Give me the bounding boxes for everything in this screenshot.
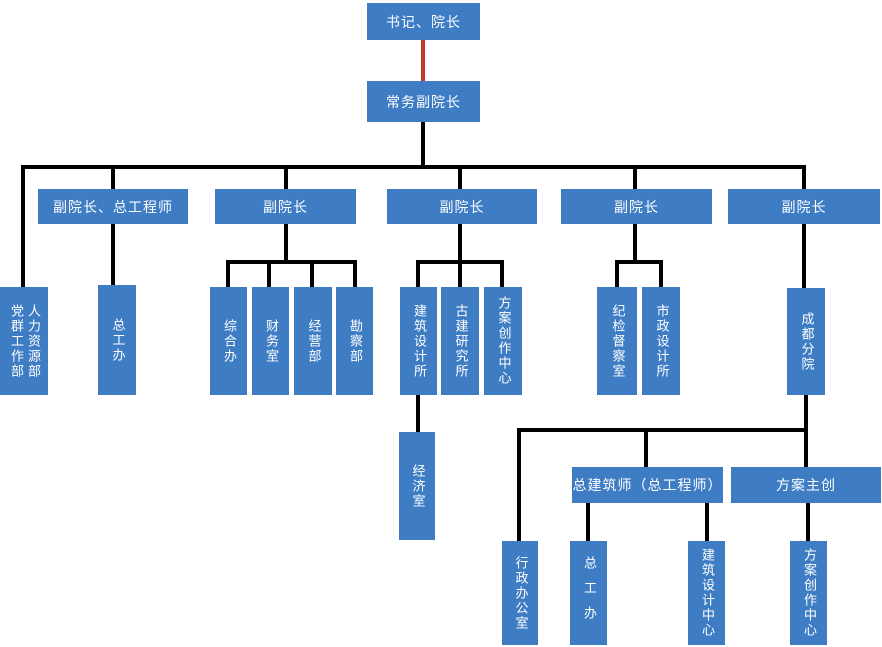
org-node-admin-office[interactable]: 行政办公室	[502, 541, 538, 645]
node-label: 方案创作中心	[801, 548, 817, 638]
connector	[615, 260, 619, 287]
org-node-general-office[interactable]: 综合办	[210, 287, 247, 395]
connector	[804, 428, 808, 467]
org-node-chief-architect[interactable]: 总建筑师（总工程师）	[572, 467, 723, 503]
org-node-chief-engineer-office-branch[interactable]: 总工办	[570, 541, 607, 645]
node-label: 党群工作部	[9, 303, 24, 379]
node-label: 勘察部	[347, 318, 363, 364]
org-node-scheme-creation-center-branch[interactable]: 方案创作中心	[790, 541, 827, 645]
org-node-scheme-creation-center[interactable]: 方案创作中心	[484, 287, 522, 395]
node-label: 总工办	[110, 317, 126, 363]
node-label: 副院长	[439, 198, 485, 215]
org-node-finance-office[interactable]: 财务室	[252, 287, 289, 395]
node-label: 建筑设计中心	[699, 548, 715, 638]
org-node-vp-2[interactable]: 副院长	[215, 189, 356, 224]
org-node-survey-dept[interactable]: 勘察部	[336, 287, 373, 395]
connector-main-horizontal	[21, 165, 806, 169]
org-node-ancient-architecture-institute[interactable]: 古建研究所	[441, 287, 479, 395]
node-label: 建筑设计所	[411, 303, 427, 379]
connector	[802, 224, 806, 288]
node-label: 纪检督察室	[610, 303, 626, 379]
connector	[517, 428, 521, 541]
node-label: 经济室	[410, 463, 426, 509]
connector	[802, 165, 806, 189]
connector	[21, 165, 25, 287]
connector	[633, 165, 637, 189]
org-node-chengdu-branch[interactable]: 成都分院	[787, 288, 825, 395]
node-label: 副院长	[781, 198, 827, 215]
connector	[284, 165, 288, 189]
connector	[633, 224, 637, 262]
node-label: 市政设计所	[654, 303, 670, 379]
connector	[458, 224, 462, 262]
org-node-municipal-design-institute[interactable]: 市政设计所	[642, 287, 680, 395]
org-node-business-dept[interactable]: 经营部	[294, 287, 332, 395]
node-label: 方案创作中心	[496, 296, 512, 386]
connector	[284, 224, 288, 262]
org-node-secretary-president[interactable]: 书记、院长	[367, 3, 480, 40]
org-node-discipline-inspection-office[interactable]: 纪检督察室	[597, 287, 637, 395]
connector-group2-horizontal	[226, 260, 357, 264]
node-label: 经营部	[306, 318, 322, 364]
connector	[111, 165, 115, 189]
connector	[353, 260, 357, 287]
connector-secretary-to-executive	[421, 40, 425, 81]
node-label: 总工办	[581, 555, 597, 631]
connector	[111, 224, 115, 287]
org-node-chief-engineer-office[interactable]: 总工办	[98, 285, 136, 395]
connector	[804, 395, 808, 430]
org-node-executive-vice-president[interactable]: 常务副院长	[367, 81, 480, 122]
connector	[458, 260, 462, 287]
node-label: 副院长	[263, 198, 308, 215]
connector	[310, 260, 314, 287]
org-node-architectural-design-center[interactable]: 建筑设计中心	[688, 541, 725, 645]
connector	[416, 260, 420, 287]
node-label: 总建筑师（总工程师）	[572, 477, 723, 493]
node-label: 副院长、总工程师	[53, 198, 173, 215]
node-label: 人力资源部	[25, 303, 41, 379]
connector	[644, 428, 648, 467]
node-label: 成都分院	[799, 311, 815, 372]
node-label: 行政办公室	[513, 555, 529, 631]
connector	[806, 503, 810, 541]
org-node-vp-5[interactable]: 副院长	[728, 189, 880, 224]
node-label: 综合办	[221, 318, 237, 364]
org-node-scheme-lead[interactable]: 方案主创	[731, 467, 881, 503]
node-label: 书记、院长	[386, 13, 461, 30]
node-label: 财务室	[263, 318, 279, 364]
connector-branch-horizontal	[517, 428, 808, 432]
connector	[226, 260, 230, 287]
org-node-architectural-design-institute[interactable]: 建筑设计所	[400, 287, 437, 395]
node-label: 方案主创	[776, 477, 836, 493]
connector	[458, 165, 462, 189]
org-node-economy-office[interactable]: 经济室	[399, 432, 435, 540]
connector	[659, 260, 663, 287]
connector	[267, 260, 271, 287]
connector	[416, 395, 420, 432]
org-node-party-mass-hr[interactable]: 党群工作部 人力资源部	[0, 287, 48, 395]
org-node-vp-3[interactable]: 副院长	[387, 189, 537, 224]
org-node-vp-chief-engineer[interactable]: 副院长、总工程师	[38, 189, 188, 224]
connector	[705, 503, 709, 541]
node-label: 常务副院长	[386, 93, 461, 110]
connector-trunk	[421, 121, 425, 168]
connector	[586, 503, 590, 541]
node-label: 副院长	[614, 198, 659, 215]
connector-group4-horizontal	[615, 260, 663, 264]
node-label: 古建研究所	[453, 303, 469, 379]
connector	[500, 260, 504, 287]
org-node-vp-4[interactable]: 副院长	[561, 189, 712, 224]
